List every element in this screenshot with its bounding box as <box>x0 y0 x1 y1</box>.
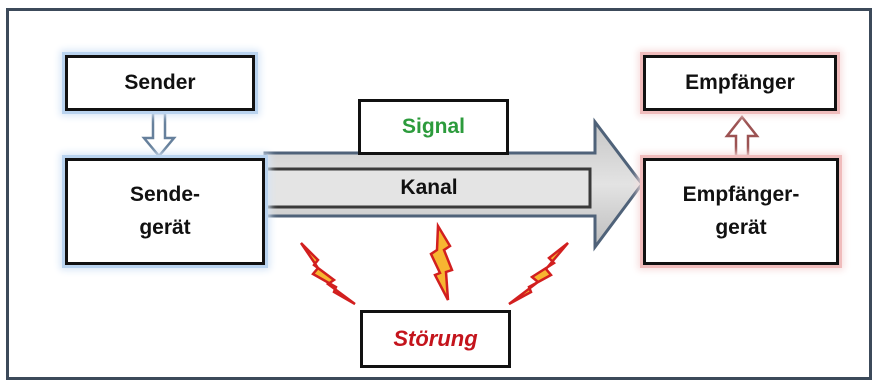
empfaenger-box: Empfänger <box>643 55 837 111</box>
lightning-left-icon <box>299 242 356 306</box>
lightning-right-icon <box>508 242 569 306</box>
signal-box: Signal <box>358 99 509 155</box>
sender-box: Sender <box>65 55 255 111</box>
channel-band <box>264 167 592 209</box>
sender-label: Sender <box>124 70 196 94</box>
arrow-up-icon <box>724 114 760 158</box>
empfaenger-label: Empfänger <box>685 70 795 94</box>
kanal-label: Kanal <box>400 176 458 199</box>
sendegeraet-label-line1: Sende- <box>129 182 200 206</box>
empfaengergeraet-label-line1: Empfänger- <box>682 182 800 206</box>
signal-label: Signal <box>401 114 465 138</box>
empfaengergeraet-label-line2: gerät <box>715 215 767 239</box>
arrow-down-icon <box>141 111 177 158</box>
lightning-center-icon <box>429 221 454 301</box>
empfaengergeraet-box: Empfänger- gerät <box>643 158 839 265</box>
stoerung-label: Störung <box>393 325 478 351</box>
sendegeraet-label-line2: gerät <box>139 215 191 239</box>
sendegeraet-box: Sende- gerät <box>65 158 265 265</box>
stoerung-box: Störung <box>360 310 511 368</box>
